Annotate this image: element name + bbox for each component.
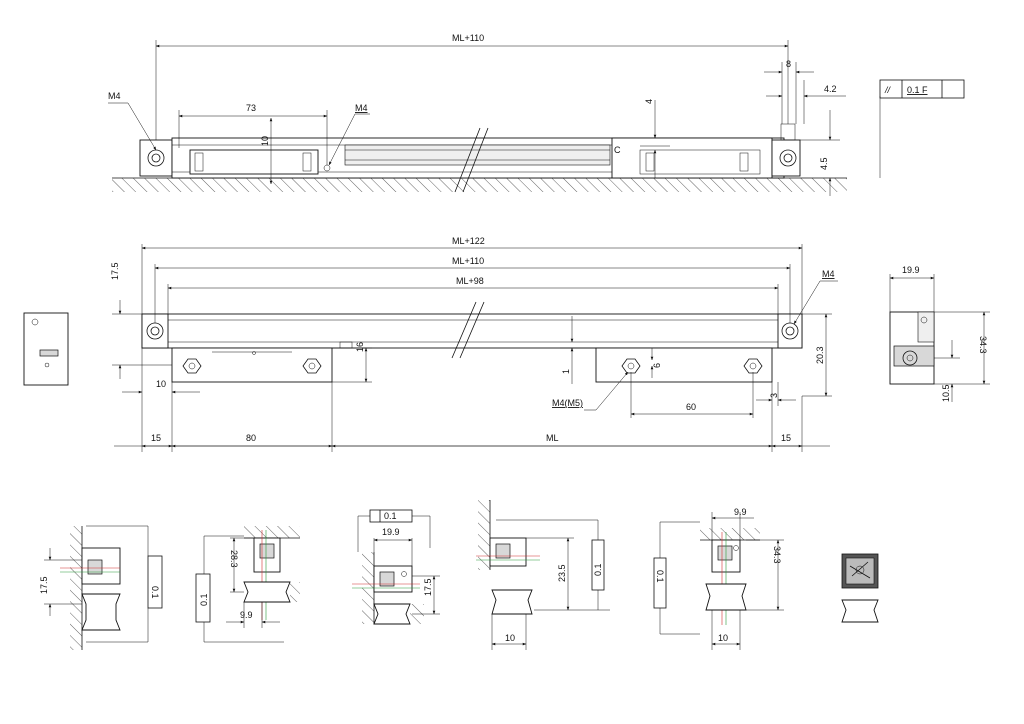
front-bottom-ml: ML <box>546 433 559 443</box>
front-dim-60: 60 <box>686 402 696 412</box>
front-view: ML+122 ML+110 ML+98 M4 17.5 10 16 1 <box>23 236 838 452</box>
d3-dim-19-9: 19.9 <box>382 527 400 537</box>
side-dim-19-9: 19.9 <box>902 265 920 275</box>
side-dim-10-5: 10.5 <box>941 384 951 402</box>
d2-tol: 0.1 <box>199 593 209 606</box>
d4-dim-10: 10 <box>505 633 515 643</box>
front-m4-right-label: M4 <box>822 269 835 279</box>
d2-dim-9-9: 9.9 <box>240 610 253 620</box>
side-dim-34-3: 34.3 <box>978 336 988 354</box>
top-tol-value: 0.1 F <box>907 85 928 95</box>
d2-dim-28-3: 28.3 <box>229 550 239 568</box>
front-dim-17-5: 17.5 <box>110 262 120 280</box>
front-dim-10: 10 <box>156 379 166 389</box>
top-dim-4: 4 <box>644 99 654 104</box>
d4-dim-23-5: 23.5 <box>557 564 567 582</box>
d5-dim-34-3: 34.3 <box>772 546 782 564</box>
front-bottom-80: 80 <box>246 433 256 443</box>
top-m4-mid-label: M4 <box>355 103 368 113</box>
top-dim-4-5: 4.5 <box>819 157 829 170</box>
d1-tol: 0.1 <box>150 586 160 599</box>
front-dim-1: 1 <box>561 369 571 374</box>
d5-dim-9-9: 9.9 <box>734 507 747 517</box>
d5-dim-10: 10 <box>718 633 728 643</box>
top-dim-73: 73 <box>246 103 256 113</box>
top-ml110-label: ML+110 <box>452 33 484 43</box>
front-bottom-15-left: 15 <box>151 433 161 443</box>
front-bottom-15-right: 15 <box>781 433 791 443</box>
side-view: 19.9 34.3 10.5 <box>889 265 990 402</box>
mount-detail-5: 9.9 34.3 0.1 10 <box>653 507 784 650</box>
top-dim-8: 8 <box>786 59 791 69</box>
mount-detail-3: 0.1 19.9 17.5 <box>352 509 440 625</box>
d5-tol: 0.1 <box>655 570 665 583</box>
top-view: C ML+110 M4 73 M4 10 4 8 <box>108 33 965 196</box>
front-dim-3: 3 <box>769 393 779 398</box>
front-ml110-label: ML+110 <box>452 256 484 266</box>
front-dim-6: 6 <box>652 363 662 368</box>
front-m4m5-label: M4(M5) <box>552 398 583 408</box>
d3-tol: 0.1 <box>384 511 397 521</box>
mount-detail-2: 28.3 0.1 9.9 <box>195 526 300 643</box>
front-ml98-label: ML+98 <box>456 276 484 286</box>
mount-detail-4: 0.1 23.5 10 <box>476 500 610 650</box>
mount-detail-1: 17.5 0.1 <box>39 525 163 650</box>
top-tol-symbol: // <box>884 85 892 95</box>
top-m4-left-label: M4 <box>108 91 121 101</box>
front-dim-20-3: 20.3 <box>815 346 825 364</box>
d3-dim-17-5: 17.5 <box>423 578 433 596</box>
mount-detail-6 <box>841 553 879 623</box>
front-ml122-label: ML+122 <box>452 236 485 246</box>
top-dim-10: 10 <box>260 136 270 146</box>
top-dim-4-2: 4.2 <box>824 84 837 94</box>
d4-tol: 0.1 <box>593 563 603 576</box>
d1-dim-17-5: 17.5 <box>39 576 49 594</box>
front-dim-16: 16 <box>355 342 365 352</box>
svg-text:C: C <box>614 145 621 155</box>
